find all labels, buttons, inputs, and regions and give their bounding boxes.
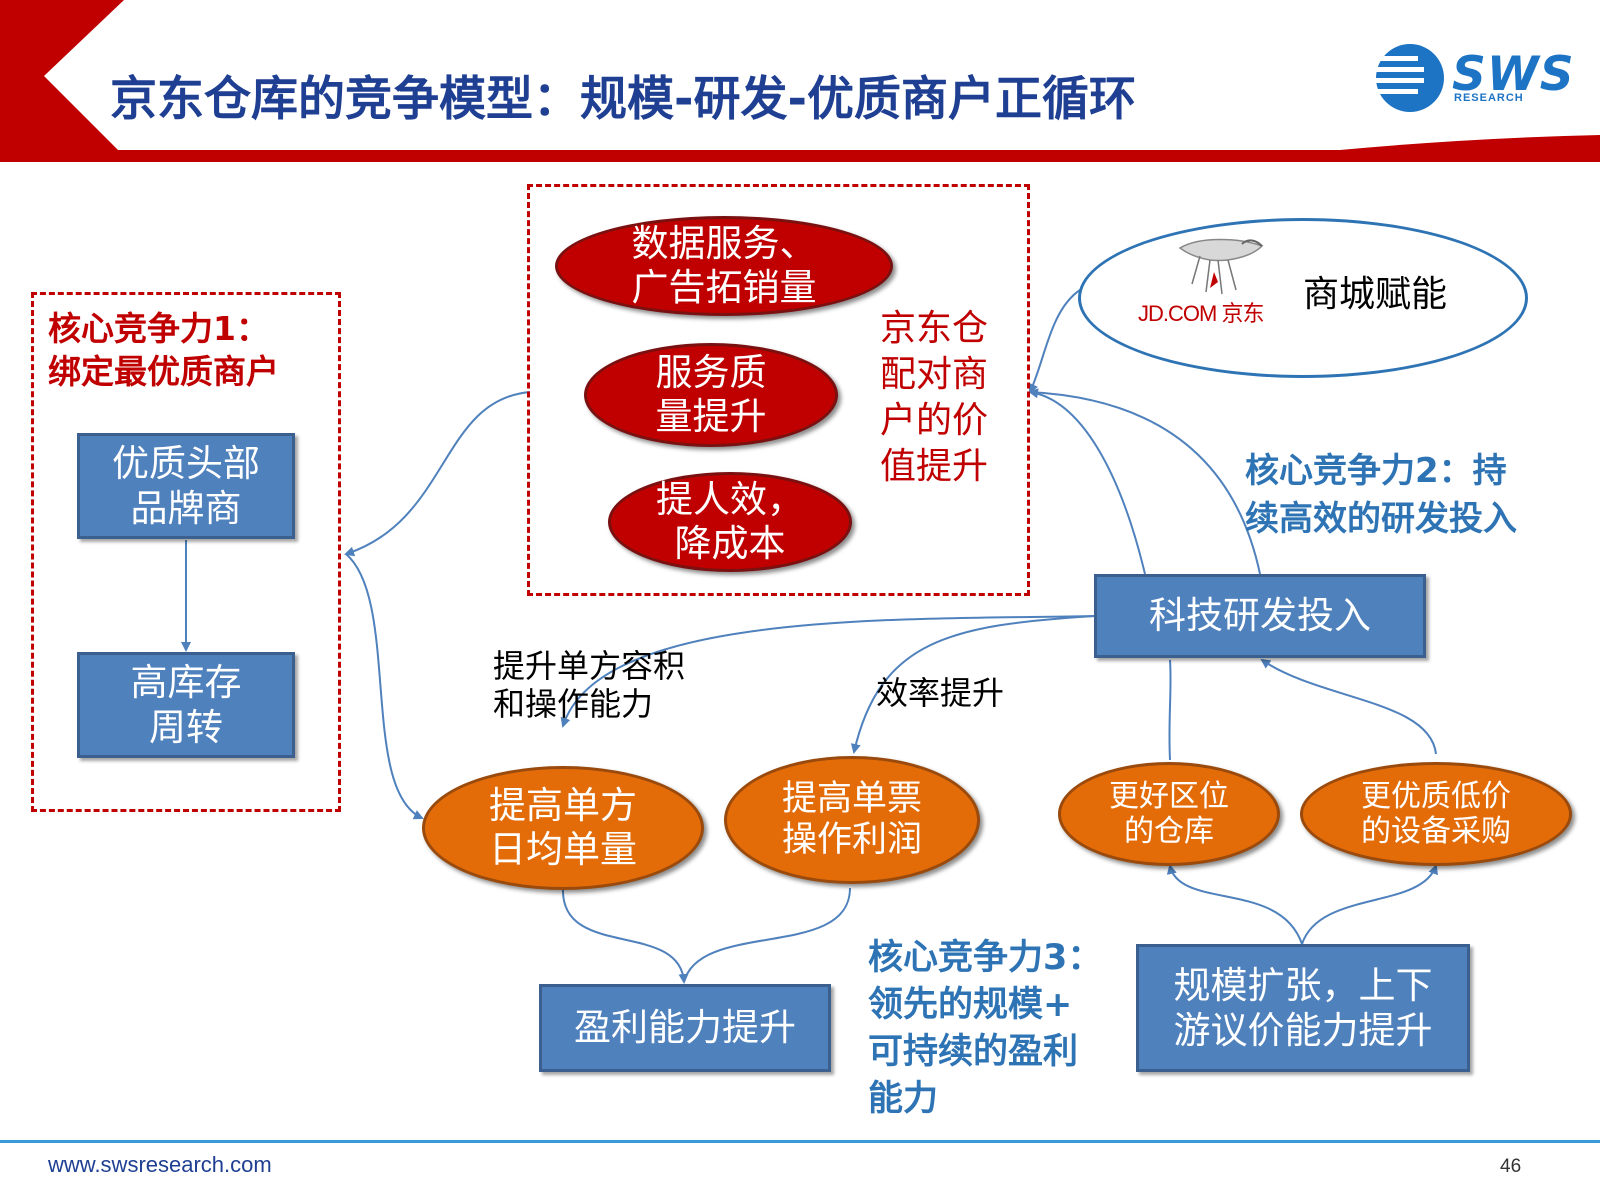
data-service-ellipse: 数据服务、 广告拓销量: [555, 216, 893, 316]
header-chevron-inner: [0, 0, 124, 150]
label-line: 和操作能力: [493, 684, 654, 723]
arrow-volume-to-profitability: [561, 887, 689, 984]
capacity-label: 提升单方容积 和操作能力: [493, 647, 686, 724]
ellipse-line: 提高单票: [781, 778, 922, 819]
better-location-ellipse: 更好区位 的仓库: [1058, 762, 1280, 866]
footer-rule: [0, 1140, 1600, 1143]
ellipse-line: 服务质: [655, 351, 767, 395]
core-competence-2-heading: 核心竞争力2：持 续高效的研发投入: [1245, 447, 1517, 544]
high-turnover-box: 高库存 周转: [77, 652, 295, 758]
ellipse-line: 量提升: [655, 395, 767, 438]
jd-value-label: 京东仓 配对商 户的价 值提升: [880, 306, 988, 490]
arrow-rd-to-center-1: [1028, 388, 1146, 575]
tech-rd-box: 科技研发投入: [1094, 574, 1426, 658]
page-title: 京东仓库的竞争模型：规模-研发-优质商户正循环: [110, 72, 1137, 127]
ellipse-line: 广告拓销量: [631, 266, 817, 309]
arrow-rd-to-center-2: [1029, 391, 1261, 575]
box-text: 科技研发投入: [1149, 594, 1371, 638]
ellipse-line: 更优质低价: [1361, 778, 1511, 814]
premium-brand-box: 优质头部 品牌商: [77, 433, 295, 539]
ellipse-line: 数据服务、: [631, 222, 817, 266]
box-line: 品牌商: [130, 487, 242, 530]
better-equipment-ellipse: 更优质低价 的设备采购: [1300, 762, 1572, 866]
box-line: 周转: [149, 706, 223, 749]
jd-dog-logo-icon: [1178, 238, 1264, 295]
ellipse-line: 日均单量: [489, 828, 637, 871]
heading-line: 领先的规模+: [868, 984, 1073, 1025]
box-text: 盈利能力提升: [574, 1006, 796, 1050]
arrow-left-to-volume: [345, 553, 424, 820]
box-line: 游议价能力提升: [1173, 1009, 1433, 1052]
sws-logo-text: SWS: [1452, 47, 1575, 102]
page-number: 46: [1500, 1156, 1522, 1177]
heading-line: 绑定最优质商户: [48, 351, 279, 391]
ellipse-line: 的仓库: [1124, 814, 1214, 849]
arrow-location-to-rd: [1168, 659, 1172, 761]
value-line: 配对商: [880, 354, 989, 396]
arrow-rd-to-volume: [560, 615, 1096, 728]
daily-volume-ellipse: 提高单方 日均单量: [422, 766, 704, 890]
core-competence-3-heading: 核心竞争力3： 领先的规模+ 可持续的盈利 能力: [868, 935, 1102, 1123]
value-line: 户的价: [880, 400, 989, 442]
ellipse-line: 提人效，: [656, 478, 804, 522]
box-line: 规模扩张，上下: [1173, 963, 1433, 1007]
header-shapes: [0, 0, 1600, 170]
heading-line: 能力: [868, 1078, 939, 1119]
scale-expansion-box: 规模扩张，上下 游议价能力提升: [1136, 944, 1470, 1072]
jd-com-logo-text: JD.COM 京东: [1138, 301, 1264, 326]
service-quality-ellipse: 服务质 量提升: [584, 343, 838, 447]
arrow-rd-to-profit: [850, 615, 1096, 754]
core-competence-1-heading: 核心竞争力1： 绑定最优质商户: [48, 308, 279, 394]
heading-line: 核心竞争力3：: [868, 938, 1103, 978]
arrow-center-to-left: [344, 391, 531, 557]
arrow-scale-to-equipment: [1301, 864, 1438, 945]
box-line: 高库存: [130, 660, 242, 704]
heading-line: 可持续的盈利: [868, 1031, 1079, 1072]
arrow-scale-to-location: [1166, 864, 1303, 945]
heading-line: 核心竞争力2：持: [1245, 451, 1507, 491]
footer-url-link[interactable]: www.swsresearch.com: [48, 1152, 272, 1177]
value-line: 值提升: [880, 446, 989, 488]
efficiency-cost-ellipse: 提人效， 降成本: [608, 472, 852, 572]
arrow-equipment-to-rd: [1260, 658, 1437, 755]
left-dashed-panel: [31, 292, 341, 812]
value-line: 京东仓: [880, 308, 989, 349]
mall-empowerment-ellipse: [1078, 218, 1528, 378]
center-dashed-panel: [527, 184, 1030, 596]
heading-line: 核心竞争力1：: [48, 309, 269, 348]
ellipse-line: 提高单方: [489, 784, 637, 828]
arrow-profit-to-profitability: [683, 887, 851, 983]
ellipse-line: 更好区位: [1109, 778, 1229, 814]
sws-logo-icon: [1372, 44, 1444, 112]
arrow-mall-to-center: [1028, 289, 1081, 394]
label-line: 提升单方容积: [493, 647, 686, 685]
profitability-box: 盈利能力提升: [539, 984, 831, 1072]
box-line: 优质头部: [112, 441, 260, 485]
ellipse-line: 的设备采购: [1361, 814, 1511, 849]
mall-empowerment-label: 商城赋能: [1303, 274, 1448, 315]
unit-profit-ellipse: 提高单票 操作利润: [724, 756, 980, 884]
efficiency-label: 效率提升: [876, 674, 1005, 712]
heading-line: 续高效的研发投入: [1245, 499, 1517, 540]
sws-logo-subtext: RESEARCH: [1454, 92, 1524, 104]
ellipse-line: 操作利润: [781, 820, 922, 860]
ellipse-line: 降成本: [674, 522, 786, 565]
